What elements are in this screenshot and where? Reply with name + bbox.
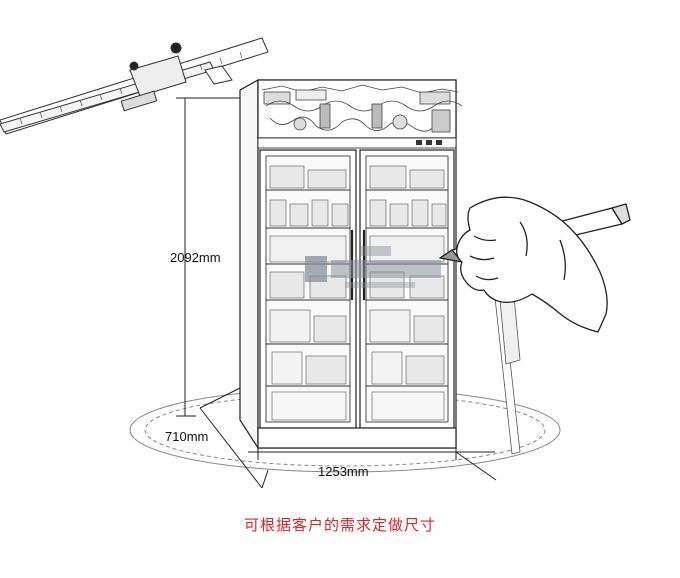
products <box>269 165 447 421</box>
hand-with-pencil-icon <box>439 196 631 333</box>
caption-text: 可根据客户的需求定做尺寸 <box>243 516 436 534</box>
display-fridge <box>239 78 463 451</box>
depth-label: 710mm <box>165 429 208 444</box>
watermark-logo <box>305 246 445 292</box>
caliper-icon <box>0 37 269 135</box>
depth-dimension-line <box>199 387 269 489</box>
width-label: 1253mm <box>318 464 369 479</box>
header-artwork <box>261 84 463 133</box>
height-label: 2092mm <box>170 250 221 265</box>
height-dimension-line <box>176 97 244 417</box>
